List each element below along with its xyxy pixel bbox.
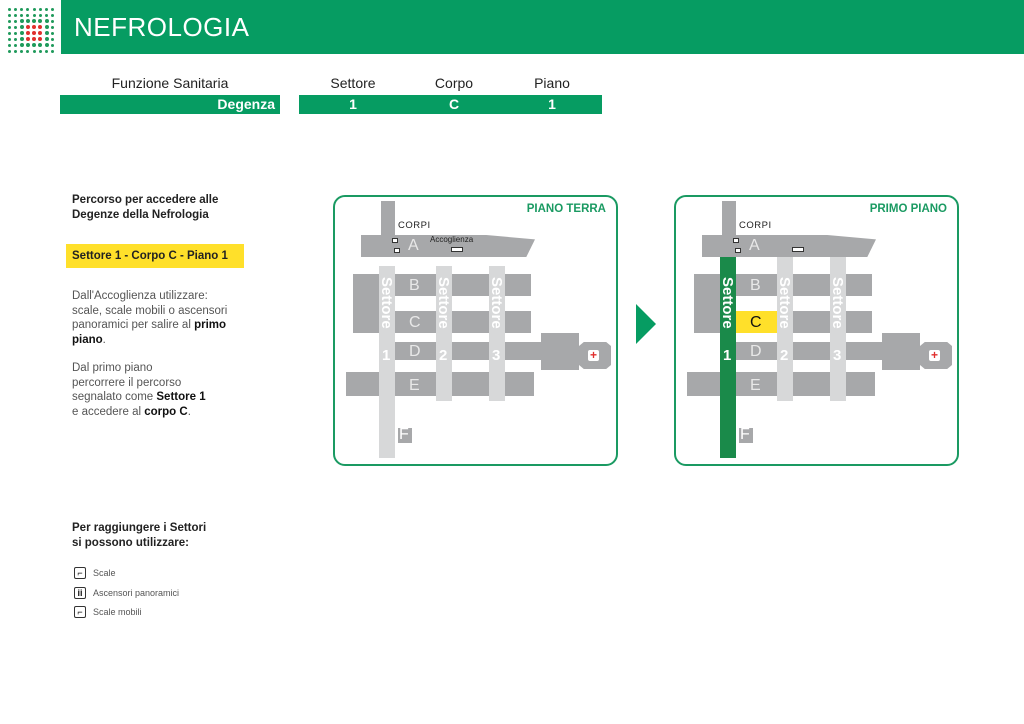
legend-item-elevator: ii Ascensori panoramici xyxy=(74,586,179,600)
page-title: NEFROLOGIA xyxy=(74,12,250,42)
block-f-label: F xyxy=(399,426,409,443)
stairs-icon xyxy=(392,238,398,243)
text-span: . xyxy=(187,405,191,418)
sector-3-label: Settore xyxy=(488,277,505,329)
block-e-label: E xyxy=(409,377,420,394)
first-aid-cross-icon: + xyxy=(588,348,599,362)
accoglienza-label: Accoglienza xyxy=(430,235,474,244)
sector-2-num: 2 xyxy=(439,347,448,364)
elevator-icon xyxy=(394,248,400,253)
header-bar xyxy=(61,0,1024,54)
funzione-value: Degenza xyxy=(217,96,275,112)
sector-3-corridor xyxy=(830,257,846,401)
sector-2-label: Settore xyxy=(435,277,452,329)
text-line: scale, scale mobili o ascensori xyxy=(72,304,228,317)
block-e-label: E xyxy=(750,377,761,394)
corpi-label: CORPI xyxy=(739,220,772,231)
piano-value: 1 xyxy=(548,96,556,112)
legend-label: Ascensori panoramici xyxy=(93,588,180,598)
legend-item-stairs: ⌐ Scale xyxy=(74,566,116,580)
elevator-icon: ii xyxy=(74,587,86,599)
elevator-icon xyxy=(735,248,741,253)
legend-title-line: si possono utilizzare: xyxy=(72,537,189,549)
map-piano-terra: PIANO TERRA CORPI Accoglienza A Settore … xyxy=(333,195,618,466)
sector-2-corridor xyxy=(777,257,793,401)
sector-3-corridor xyxy=(489,266,505,401)
block-b-label: B xyxy=(750,277,761,294)
block-f-label: F xyxy=(740,426,750,443)
text-span: e accedere al xyxy=(72,405,145,418)
block-a-label: A xyxy=(408,237,419,254)
escalator-icon xyxy=(451,247,463,252)
text-span: . xyxy=(102,333,106,346)
header-piano: Piano xyxy=(534,75,570,91)
corpi-label: CORPI xyxy=(398,220,431,231)
text-line: segnalato come Settore 1 xyxy=(72,390,272,405)
block-a-label: A xyxy=(749,237,760,254)
stairs-icon: ⌐ xyxy=(74,567,86,579)
intro-line: Degenze della Nefrologia xyxy=(72,209,209,221)
sector-1-corridor xyxy=(379,266,395,458)
header-corpo: Corpo xyxy=(434,75,474,91)
escalator-icon xyxy=(792,247,804,252)
highlight-block-c xyxy=(736,311,777,333)
block-a-shape xyxy=(361,235,535,257)
funzione-bar xyxy=(60,95,280,114)
escalator-icon: ⌐ xyxy=(74,606,86,618)
bold-text: primo xyxy=(194,319,227,331)
map-title: PRIMO PIANO xyxy=(869,203,947,215)
text-line: Dall'Accoglienza utilizzare: xyxy=(72,290,208,302)
corpo-value: C xyxy=(448,96,460,112)
sector-2-num: 2 xyxy=(780,347,789,364)
sector-2-corridor xyxy=(436,266,452,401)
arrow-right-icon xyxy=(636,304,656,344)
intro-line: Percorso per accedere alle xyxy=(72,194,219,206)
header-settore: Settore xyxy=(330,75,376,91)
settore-value: 1 xyxy=(349,96,357,112)
header-funzione: Funzione Sanitaria xyxy=(111,75,229,91)
instructions-paragraph-2: Dal primo piano percorrere il percorso s… xyxy=(72,361,272,419)
location-bar xyxy=(299,95,602,114)
sector-1-corridor-active xyxy=(720,257,736,458)
sector-3-label: Settore xyxy=(829,277,846,329)
intro-heading: Percorso per accedere alle Degenze della… xyxy=(72,193,272,223)
instructions-paragraph-1: Dall'Accoglienza utilizzare: scale, scal… xyxy=(72,289,272,347)
text-line: percorrere il percorso xyxy=(72,376,182,389)
map-title: PIANO TERRA xyxy=(526,203,606,215)
block-a-shape xyxy=(702,235,876,257)
block-d-label: D xyxy=(750,343,762,360)
stairs-icon xyxy=(733,238,739,243)
sector-1-num: 1 xyxy=(723,347,732,364)
legend-title-line: Per raggiungere i Settori xyxy=(72,522,207,534)
text-line: e accedere al corpo C. xyxy=(72,405,272,420)
bold-text: Settore 1 xyxy=(156,391,206,403)
text-span: segnalato come xyxy=(72,391,157,403)
text-line: Dal primo piano xyxy=(72,362,153,374)
legend-title: Per raggiungere i Settori si possono uti… xyxy=(72,521,206,551)
destination-highlight: Settore 1 - Corpo C - Piano 1 xyxy=(66,244,244,268)
sector-1-num: 1 xyxy=(382,347,391,364)
first-aid-cross-icon: + xyxy=(929,348,940,362)
legend-label: Scale mobili xyxy=(93,607,142,617)
sector-2-label: Settore xyxy=(776,277,793,329)
bold-text: corpo C xyxy=(144,405,188,418)
block-b-label: B xyxy=(409,277,420,294)
text-line: piano. xyxy=(72,333,272,348)
map-primo-piano: PRIMO PIANO CORPI A Settore 1 Settore 2 … xyxy=(674,195,959,466)
block-d-label: D xyxy=(409,343,421,360)
legend-item-escalator: ⌐ Scale mobili xyxy=(74,605,142,619)
legend-label: Scale xyxy=(93,568,116,578)
bold-text: piano xyxy=(72,333,103,346)
block-c-label: C xyxy=(750,314,762,331)
sector-1-label: Settore xyxy=(378,277,395,329)
text-span: panoramici per salire al xyxy=(72,319,195,331)
text-line: panoramici per salire al primo xyxy=(72,318,272,333)
hospital-logo xyxy=(6,6,56,54)
sector-3-num: 3 xyxy=(492,347,501,364)
sector-3-num: 3 xyxy=(833,347,842,364)
sector-1-label: Settore xyxy=(719,277,736,329)
block-c-label: C xyxy=(409,314,421,331)
